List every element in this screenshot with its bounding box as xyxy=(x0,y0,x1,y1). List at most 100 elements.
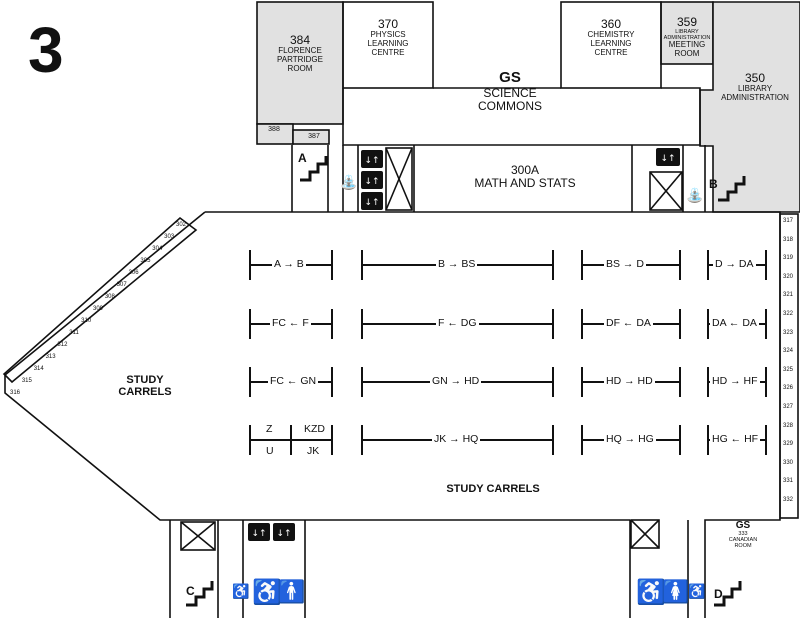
room-384-name-3: ROOM xyxy=(287,63,313,73)
room-300a-label[interactable]: 300A MATH AND STATS xyxy=(460,163,590,190)
room-384-name-1: FLORENCE xyxy=(278,46,322,56)
room-360-shape xyxy=(560,1,662,89)
carrel-number: 309 xyxy=(93,306,104,312)
carrel-number: 306 xyxy=(128,270,139,276)
carrel-number: 303 xyxy=(164,234,175,240)
room-333-label[interactable]: GS 333 CANADIAN ROOM xyxy=(706,520,780,549)
study-carrels-bottom-label: STUDY CARRELS xyxy=(446,483,540,495)
room-387-shape xyxy=(292,129,330,145)
water-fountain-icon-2: ⛲ xyxy=(686,187,704,203)
accessible-entrance-icon: ♿ xyxy=(232,583,250,599)
carrel-number: 315 xyxy=(21,378,32,384)
stack-label: U xyxy=(266,445,274,457)
stack-label: DF ← DA xyxy=(604,317,653,329)
water-fountain-icon: ⛲ xyxy=(340,174,358,190)
science-commons-label[interactable]: GS SCIENCE COMMONS xyxy=(450,69,570,113)
room-370-label[interactable]: 370 PHYSICS LEARNING CENTRE xyxy=(346,17,430,58)
svg-text:↓↑: ↓↑ xyxy=(364,177,379,187)
room-359-shape xyxy=(660,1,714,65)
stack-label: JK → HQ xyxy=(432,433,481,445)
floor-number: 3 xyxy=(28,14,64,86)
carrel-number: 304 xyxy=(152,246,163,252)
stack-label: HD → HD xyxy=(604,375,655,387)
stack-label: Z xyxy=(266,423,273,435)
stair-c-label: C xyxy=(186,584,195,598)
carrel-number: 302 xyxy=(176,222,187,228)
carrel-number: 313 xyxy=(45,354,56,360)
room-384-label[interactable]: 384 FLORENCE PARTRIDGE ROOM xyxy=(260,33,340,74)
study-carrels-left-label: STUDY CARRELS xyxy=(110,374,180,398)
carrel-number: 320 xyxy=(783,273,794,280)
room-360-name-3: CENTRE xyxy=(594,47,628,57)
stack-label: FC ← F xyxy=(270,317,311,329)
accessible-washroom-icon: ♿ xyxy=(252,579,282,606)
commons-name-2: COMMONS xyxy=(478,98,542,113)
room-384-name-2: PARTRIDGE xyxy=(277,54,323,64)
accessible-washroom-icon-2: ♿ xyxy=(636,579,666,606)
stair-d-label: D xyxy=(714,587,723,601)
carrel-number: 317 xyxy=(783,218,794,224)
svg-text:↓↑: ↓↑ xyxy=(364,156,379,166)
womens-washroom-icon: 🚺 xyxy=(662,579,690,604)
carrel-number: 323 xyxy=(783,329,794,336)
room-359-name-1: MEETING xyxy=(668,40,706,50)
room-359-sub-1: LIBRARY xyxy=(675,29,699,36)
carrel-number: 328 xyxy=(783,422,794,429)
room-388-label: 388 xyxy=(268,126,280,133)
carrel-number: 318 xyxy=(783,236,794,243)
carrel-number: 332 xyxy=(783,497,794,503)
elevator-box-1 xyxy=(385,147,413,211)
carrel-number: 314 xyxy=(33,366,44,372)
stack-label: HD → HF xyxy=(710,375,760,387)
stack-label: BS → D xyxy=(604,258,646,270)
carrel-number: 308 xyxy=(104,294,115,300)
room-359-name-2: ROOM xyxy=(674,49,700,59)
carrel-number: 316 xyxy=(10,390,21,396)
room-350-name-1: LIBRARY xyxy=(737,84,773,94)
core-wall xyxy=(291,145,706,212)
room-370-name-3: CENTRE xyxy=(371,47,405,57)
carrel-number: 331 xyxy=(783,478,794,485)
commons-name-1: SCIENCE xyxy=(483,85,537,100)
carrel-number: 305 xyxy=(140,258,151,264)
carrel-number: 310 xyxy=(81,318,92,324)
carrel-number: 319 xyxy=(783,255,794,262)
room-370-name-1: PHYSICS xyxy=(370,30,406,40)
room-350-label[interactable]: 350 LIBRARY ADMINISTRATION xyxy=(714,71,796,103)
mens-washroom-icon: 🚹 xyxy=(278,579,306,604)
stack-label: KZD xyxy=(304,423,325,435)
svg-text:↓↑: ↓↑ xyxy=(251,529,266,539)
room-300a-number: 300A xyxy=(510,163,540,177)
room-360-number: 360 xyxy=(600,17,622,31)
stair-a-label: A xyxy=(298,151,307,165)
room-370-shape xyxy=(342,1,434,89)
carrel-number: 327 xyxy=(783,404,794,410)
elevator-box-2 xyxy=(649,171,683,211)
room-359-label[interactable]: 359 LIBRARY ADMINISTRATION MEETING ROOM xyxy=(662,15,712,59)
carrel-number: 311 xyxy=(69,330,79,336)
room-333-number: 333 xyxy=(738,531,748,537)
room-387-label: 387 xyxy=(308,133,320,140)
carrel-number: 330 xyxy=(783,459,794,466)
carrel-number: 307 xyxy=(116,282,127,288)
room-384-shape xyxy=(256,1,344,125)
stack-label: F ← DG xyxy=(436,317,479,329)
accessible-entrance-icon-2: ♿ xyxy=(688,583,706,599)
room-350-name-2: ADMINISTRATION xyxy=(721,92,789,102)
stack-label: A → B xyxy=(272,258,306,270)
room-360-name-2: LEARNING xyxy=(590,38,632,48)
carrel-number: 325 xyxy=(783,366,794,373)
room-360-name-1: CHEMISTRY xyxy=(587,30,635,40)
stack-label: GN → HD xyxy=(430,375,482,387)
room-333-code: GS xyxy=(735,520,751,531)
carrel-number: 329 xyxy=(783,441,794,448)
room-360-label[interactable]: 360 CHEMISTRY LEARNING CENTRE xyxy=(565,17,657,58)
carrel-number: 326 xyxy=(783,385,794,392)
carrel-number: 321 xyxy=(783,292,794,299)
carrel-number: 324 xyxy=(783,348,794,355)
room-350-shape xyxy=(699,1,800,213)
carrel-number: 322 xyxy=(783,311,794,317)
carrel-number: 312 xyxy=(57,342,68,348)
main-outline xyxy=(4,211,781,618)
